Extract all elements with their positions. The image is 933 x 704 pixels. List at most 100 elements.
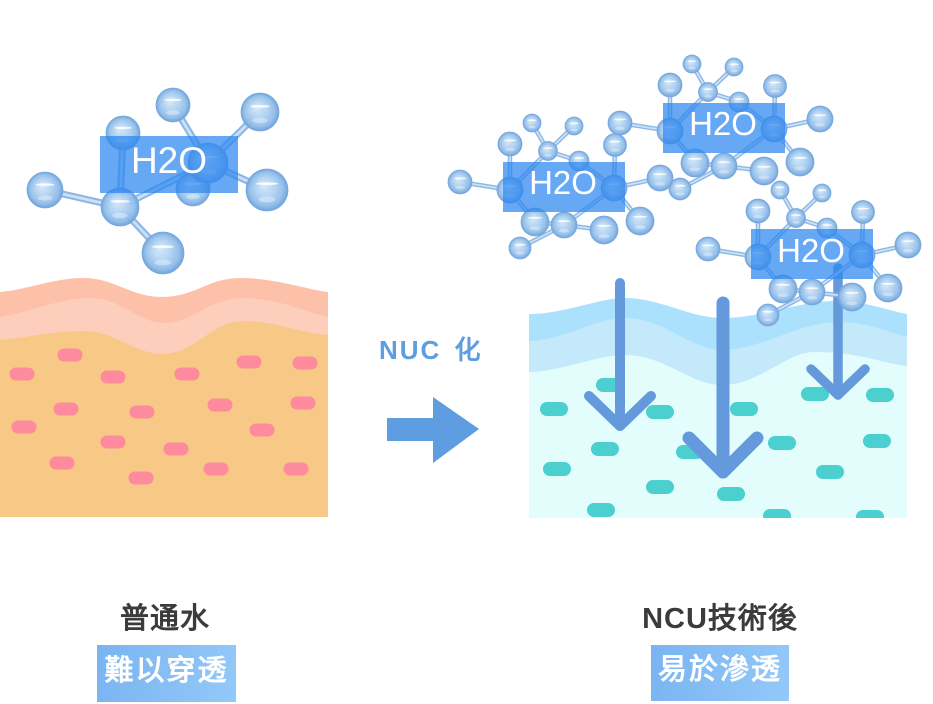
- atom-reflection: [529, 226, 541, 231]
- atom-sphere: [245, 168, 289, 212]
- water-molecule: H2O: [607, 54, 834, 201]
- atom-sphere: [497, 131, 523, 157]
- molecule-atom: [724, 57, 744, 77]
- atom-highlight: [901, 240, 915, 243]
- skin-cell: [646, 405, 674, 419]
- atom-sphere: [100, 187, 140, 227]
- molecule-atom: [806, 105, 834, 133]
- atom-highlight: [573, 157, 585, 159]
- atom-reflection: [166, 110, 180, 116]
- atom-reflection: [730, 69, 738, 73]
- atom-highlight: [164, 98, 182, 102]
- molecule-atom: [763, 74, 787, 98]
- molecule-atom: [698, 82, 718, 102]
- atom-sphere: [710, 152, 738, 180]
- atom-sphere: [682, 54, 702, 74]
- atom-highlight: [527, 119, 537, 122]
- skin-cell: [129, 405, 155, 419]
- atom-reflection: [882, 292, 894, 297]
- arrow-head: [584, 391, 656, 431]
- atom-sphere: [141, 231, 185, 275]
- atom-highlight: [817, 189, 827, 192]
- atom-sphere: [785, 147, 815, 177]
- atom-highlight: [880, 282, 896, 285]
- atom-sphere: [698, 82, 718, 102]
- skin-cell: [53, 402, 79, 416]
- skin-cell: [856, 510, 884, 518]
- skin-cell: [203, 462, 229, 476]
- atom-highlight: [733, 98, 745, 100]
- molecule-label-box: [100, 136, 238, 193]
- atom-reflection: [718, 170, 730, 174]
- skin-cell: [763, 509, 791, 518]
- molecule-atom: [668, 177, 692, 201]
- atom-highlight: [792, 156, 808, 159]
- atom-sphere: [522, 113, 542, 133]
- atom-sphere: [508, 236, 532, 260]
- atom-sphere: [657, 72, 683, 98]
- molecule-atom: [447, 169, 473, 195]
- molecule-label: H2O: [131, 140, 207, 181]
- atom-reflection: [792, 220, 800, 224]
- molecule-label: H2O: [689, 105, 757, 142]
- atom-reflection: [558, 229, 570, 233]
- atom-reflection: [634, 225, 646, 230]
- atom-reflection: [703, 252, 713, 257]
- atom-sphere: [770, 180, 790, 200]
- molecule-label-box: [751, 229, 873, 279]
- skin-cell: [236, 355, 262, 369]
- atom-reflection: [610, 148, 620, 152]
- atom-highlight: [35, 183, 55, 186]
- atom-sphere: [564, 116, 584, 136]
- skin-cell: [207, 398, 233, 412]
- atom-reflection: [665, 88, 675, 93]
- molecule-atom: [749, 156, 779, 186]
- molecule-atom: [770, 180, 790, 200]
- skin-cell: [866, 388, 894, 402]
- atom-sphere: [749, 156, 779, 186]
- atom-reflection: [806, 296, 818, 300]
- atom-sphere: [851, 200, 875, 224]
- penetration-arrows: [584, 263, 870, 479]
- atom-highlight: [543, 147, 553, 150]
- atom-highlight: [653, 173, 667, 176]
- atom-reflection: [37, 195, 53, 201]
- atom-highlight: [756, 165, 772, 168]
- molecule-atom: [508, 236, 532, 260]
- molecule-atom: [522, 113, 542, 133]
- molecule-atom: [550, 211, 578, 239]
- atom-sphere: [646, 164, 674, 192]
- arrow-head: [682, 431, 764, 479]
- atom-reflection: [615, 126, 625, 131]
- atom-highlight: [557, 220, 571, 223]
- skin-cell: [816, 465, 844, 479]
- atom-reflection: [818, 195, 826, 199]
- atom-reflection: [515, 251, 525, 255]
- molecule-atom: [538, 141, 558, 161]
- molecule-label: H2O: [529, 164, 597, 201]
- atom-highlight: [717, 161, 731, 164]
- molecule-atom: [812, 183, 832, 203]
- atom-highlight: [152, 245, 174, 249]
- atom-highlight: [729, 63, 739, 66]
- normal-water-badge: 難以穿透: [97, 645, 236, 702]
- atom-highlight: [663, 80, 677, 83]
- atom-highlight: [687, 60, 697, 63]
- atom-reflection: [675, 192, 685, 196]
- atom-sphere: [695, 236, 721, 262]
- molecule-atom: [26, 171, 64, 209]
- atom-highlight: [110, 199, 130, 203]
- arrow-down-icon: [806, 263, 870, 400]
- atom-sphere: [240, 92, 280, 132]
- atom-highlight: [813, 114, 827, 117]
- atom-sphere: [724, 57, 744, 77]
- atom-sphere: [786, 208, 806, 228]
- atom-sphere: [668, 177, 692, 201]
- skin-cell: [591, 442, 619, 456]
- skin-cell: [587, 503, 615, 517]
- molecule-atom: [100, 187, 140, 227]
- molecule-atom: [682, 54, 702, 74]
- atom-sphere: [894, 231, 922, 259]
- molecule-label: H2O: [777, 232, 845, 269]
